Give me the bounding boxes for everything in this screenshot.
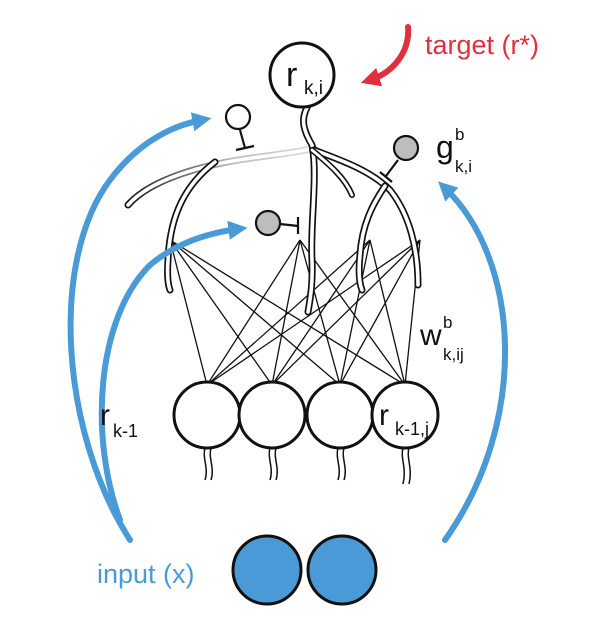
output-neuron-subscript: k,i [304,78,323,99]
layer-neuron-3 [305,380,375,450]
input-label: input (x) [97,559,195,589]
weight-line [339,239,421,386]
neuron-axons [203,447,412,485]
target-arrow [360,24,412,87]
layer-neuron-1 [172,380,242,450]
output-neuron-label: r [286,56,297,94]
target-label: target (r*) [425,30,539,60]
g-label: g b k,i [436,125,472,176]
open-gate-circle [224,103,252,131]
weight-line [271,239,421,386]
weight-line [206,239,301,386]
input-neuron-1 [231,534,303,606]
rk1-label: r k-1 [100,399,138,441]
weight-connections [169,239,421,386]
svg-text:k,ij: k,ij [443,345,464,364]
input-layer-neurons [172,380,440,450]
gates [224,103,420,237]
arrow-to-g-gate [438,181,509,543]
svg-text:k-1: k-1 [113,421,138,441]
svg-text:b: b [455,125,464,144]
svg-text:g: g [436,129,454,165]
weight-line [169,239,208,386]
arrow-to-gray-gate [98,220,248,523]
layer-neuron-4 [370,380,440,450]
weight-line [339,239,371,386]
weight-line [299,239,406,386]
input-arrows [67,112,509,543]
svg-text:w: w [419,319,442,352]
svg-text:b: b [443,313,452,332]
svg-text:k-1,j: k-1,j [395,419,429,439]
layer-neuron-2 [237,380,307,450]
weight-line [299,239,341,386]
neuron-j-label: r k-1,j [379,399,429,439]
svg-text:r: r [379,399,389,432]
w-label: w b k,ij [419,313,464,364]
svg-text:k,i: k,i [455,157,472,176]
weight-line [206,239,421,386]
weight-line [169,239,273,386]
g-gate-circle [392,134,420,162]
weight-line [271,239,371,386]
weight-line [271,239,301,386]
dendritic-tree [124,98,422,316]
output-neuron: r k,i [268,41,336,109]
svg-text:r: r [100,399,110,432]
input-neurons [231,534,378,606]
input-neuron-2 [306,534,378,606]
weight-line [169,239,406,386]
weight-line [169,239,341,386]
dendrite-left-branch [124,144,319,209]
gray-gate-circle [254,209,282,237]
arrow-to-open-gate [67,112,212,543]
weight-line [369,239,406,386]
